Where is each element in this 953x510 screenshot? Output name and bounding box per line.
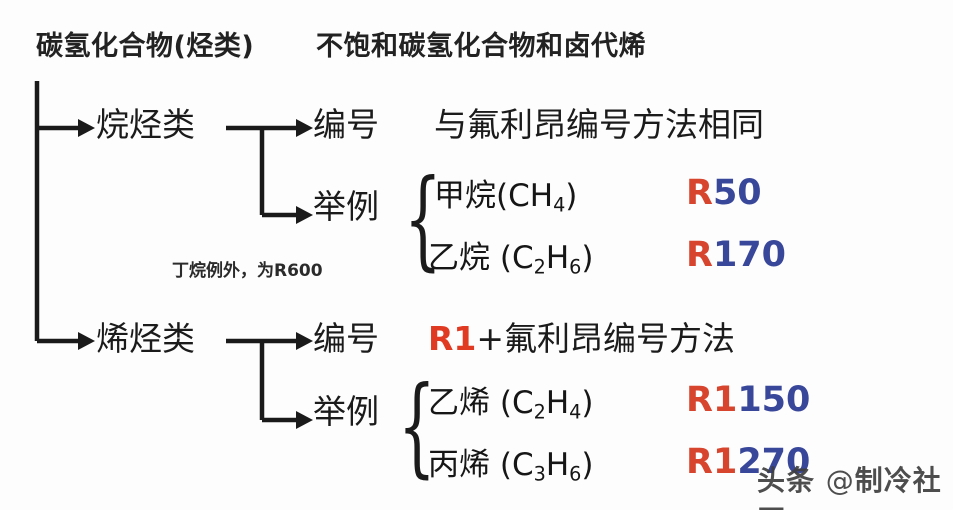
formula-methane-sub: 4 [553, 193, 566, 217]
example-label-alkane: 举例 [313, 187, 379, 226]
formula-methane-text: 甲烷(CH [434, 178, 554, 214]
formula-ethylene: 乙烯 (C2H4) [428, 388, 593, 422]
formula-ethylene-mid: H [545, 385, 570, 421]
code-ethane-prefix: R [686, 235, 713, 275]
formula-ethylene-text: 乙烯 (C [428, 385, 534, 421]
formula-ethylene-sub1: 2 [533, 400, 546, 424]
formula-ethane: 乙烷 (C2H6) [428, 243, 593, 277]
code-methane-suffix: 50 [712, 173, 762, 213]
code-propylene: R1270 [686, 445, 810, 480]
code-ethane: R170 [686, 238, 786, 273]
formula-methane: 甲烷(CH4) [434, 181, 577, 215]
code-ethylene-prefix: R1 [686, 380, 738, 420]
watermark-brand: 头条 [757, 464, 816, 497]
numbering-label-alkene: 编号 [313, 319, 379, 358]
heading-unsaturated-hydrocarbon: 不饱和碳氢化合物和卤代烯 [316, 31, 646, 62]
numbering-rule-alkene-prefix: R1 [428, 319, 477, 358]
formula-propylene-tail: ) [581, 447, 594, 483]
formula-ethane-sub1: 2 [533, 255, 546, 279]
numbering-rule-alkane: 与氟利昂编号方法相同 [434, 105, 764, 144]
code-ethane-suffix: 170 [712, 235, 787, 275]
formula-ethane-mid: H [545, 240, 570, 276]
formula-propylene-sub1: 3 [533, 462, 546, 486]
watermark: 头条 @制冷社区 [757, 459, 953, 510]
sub2-example-arrowhead [296, 411, 313, 429]
formula-propylene-text: 丙烯 (C [428, 447, 534, 483]
code-ethylene-suffix: 150 [737, 380, 811, 420]
formula-propylene-mid: H [545, 447, 570, 483]
branch2-arrowhead [78, 332, 95, 350]
example-label-alkene: 举例 [313, 392, 379, 431]
numbering-rule-alkene-rest: +氟利昂编号方法 [476, 319, 736, 358]
branch-label-alkane: 烷烃类 [96, 105, 195, 144]
numbering-label-alkane: 编号 [313, 105, 379, 144]
code-methane-prefix: R [686, 173, 713, 213]
branch-label-alkene: 烯烃类 [96, 319, 195, 358]
formula-propylene-sub2: 6 [569, 462, 582, 486]
formula-ethylene-sub2: 4 [569, 400, 582, 424]
sub1-numbering-arrowhead [296, 119, 313, 137]
formula-ethylene-tail: ) [581, 385, 594, 421]
sub2-numbering-arrowhead [296, 332, 313, 350]
watermark-at-symbol: @ [825, 464, 855, 497]
code-ethylene: R1150 [686, 383, 810, 418]
numbering-rule-alkene: R1+氟利昂编号方法 [428, 322, 735, 355]
watermark-account: 制冷社区 [757, 464, 942, 510]
heading-hydrocarbon: 碳氢化合物(烃类) [36, 31, 255, 62]
code-propylene-prefix: R1 [686, 442, 738, 482]
formula-ethane-text: 乙烷 (C [428, 240, 534, 276]
formula-methane-tail: ) [565, 178, 578, 214]
code-propylene-suffix: 270 [737, 442, 811, 482]
formula-propylene: 丙烯 (C3H6) [428, 450, 593, 484]
formula-ethane-sub2: 6 [569, 255, 582, 279]
formula-ethane-tail: ) [581, 240, 594, 276]
branch1-arrowhead [78, 119, 95, 137]
brace-alkene-examples: { [398, 364, 436, 489]
brace-alkane-examples: { [404, 157, 442, 282]
code-methane: R50 [686, 176, 762, 211]
note-butane-exception: 丁烷例外，为R600 [172, 261, 323, 281]
sub1-example-arrowhead [296, 206, 313, 224]
